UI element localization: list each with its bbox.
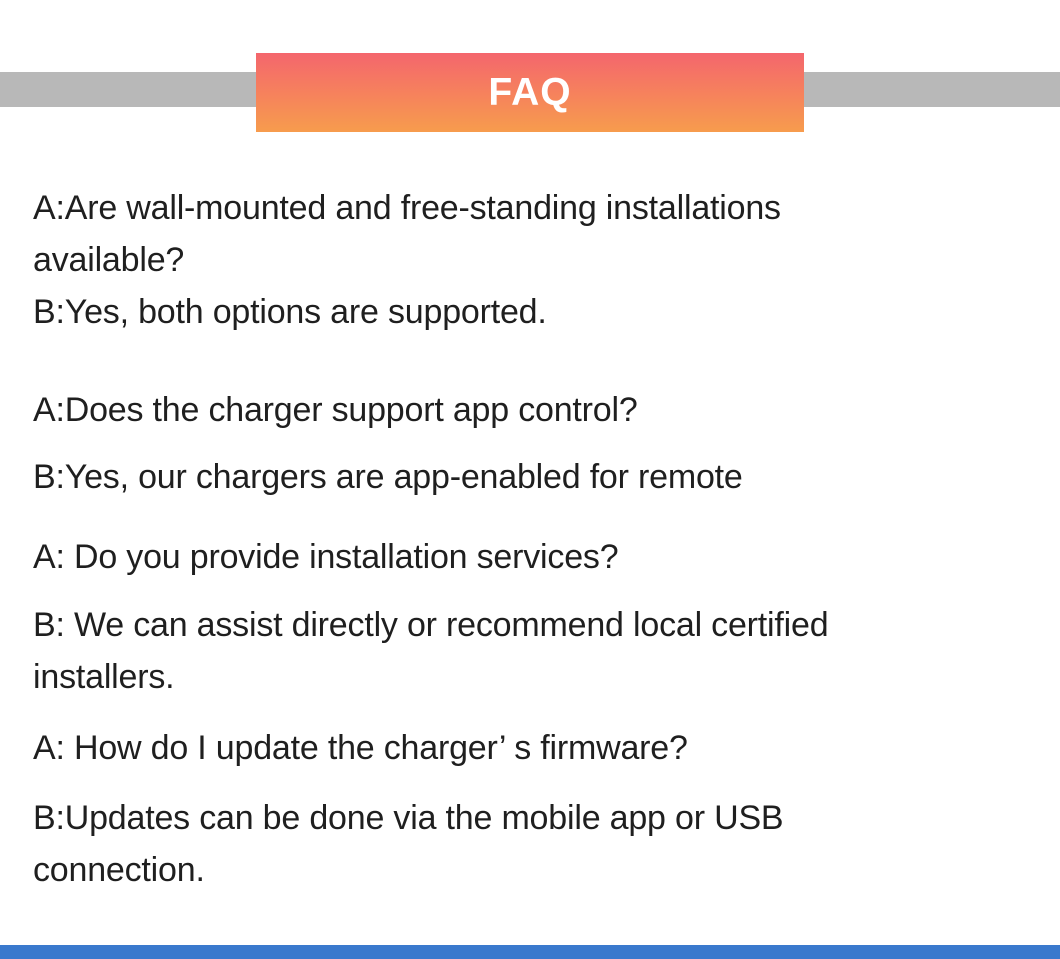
faq-item-4-answer: B:Updates can be done via the mobile app… bbox=[33, 792, 1040, 896]
faq-banner: FAQ bbox=[256, 53, 804, 132]
faq-answer-line: B:Yes, both options are supported. bbox=[33, 293, 547, 331]
faq-item-3-question: A: Do you provide installation services? bbox=[33, 531, 1040, 583]
faq-item-3-answer: B: We can assist directly or recommend l… bbox=[33, 599, 1040, 703]
faq-answer-line: B:Yes, our chargers are app-enabled for … bbox=[33, 458, 743, 496]
faq-banner-title: FAQ bbox=[488, 70, 572, 114]
faq-answer-line: installers. bbox=[33, 658, 175, 696]
faq-question-line: A: Do you provide installation services? bbox=[33, 538, 619, 576]
faq-answer-line: B: We can assist directly or recommend l… bbox=[33, 606, 829, 644]
faq-item-4-question: A: How do I update the charger’ s firmwa… bbox=[33, 722, 1040, 774]
bottom-divider bbox=[0, 945, 1060, 959]
faq-question-line: A:Are wall-mounted and free-standing ins… bbox=[33, 189, 781, 227]
faq-item-2-question: A:Does the charger support app control? bbox=[33, 384, 1040, 436]
faq-answer-line: connection. bbox=[33, 851, 205, 889]
faq-item-1-answer: B:Yes, both options are supported. bbox=[33, 286, 1040, 338]
faq-item-1-question: A:Are wall-mounted and free-standing ins… bbox=[33, 182, 1040, 286]
faq-question-line: A:Does the charger support app control? bbox=[33, 391, 638, 429]
faq-question-line: available? bbox=[33, 241, 185, 279]
faq-item-2-answer: B:Yes, our chargers are app-enabled for … bbox=[33, 451, 1040, 503]
faq-question-line: A: How do I update the charger’ s firmwa… bbox=[33, 729, 688, 767]
faq-answer-line: B:Updates can be done via the mobile app… bbox=[33, 799, 784, 837]
